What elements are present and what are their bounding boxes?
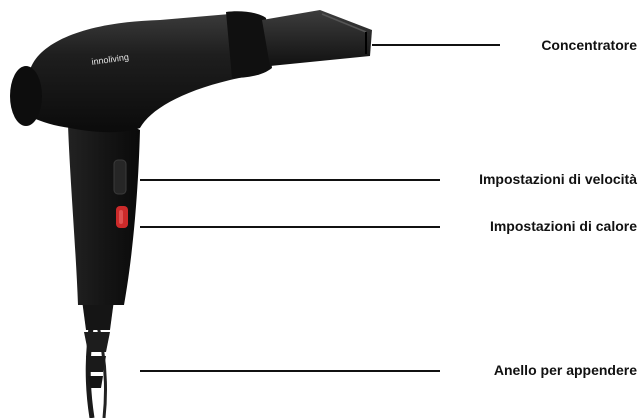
concentrator-leader-line	[372, 44, 500, 46]
concentrator-nozzle	[262, 10, 372, 66]
speed-settings-leader-line	[140, 179, 440, 181]
speed-switch	[114, 160, 126, 194]
concentrator-label: Concentratore	[541, 37, 637, 53]
heat-settings-label: Impostazioni di calore	[490, 218, 637, 234]
hanging-loop-label: Anello per appendere	[494, 362, 637, 378]
handle	[68, 120, 140, 305]
hanging-loop-leader-line	[140, 370, 440, 372]
heat-settings-leader-line	[140, 226, 440, 228]
speed-settings-label: Impostazioni di velocità	[479, 171, 637, 187]
rear-vent	[10, 66, 42, 126]
